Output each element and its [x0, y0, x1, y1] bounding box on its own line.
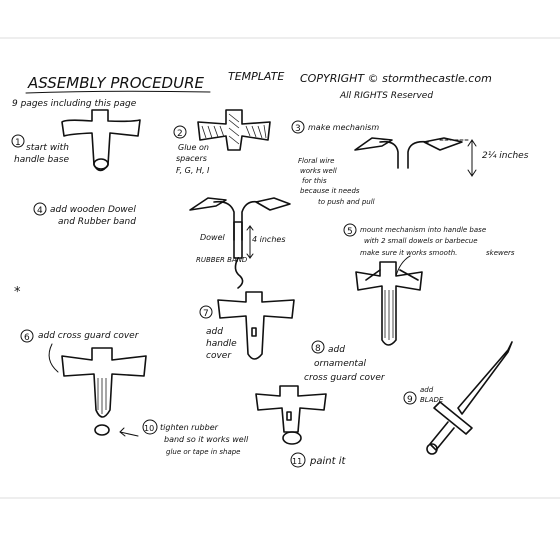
svg-text:handle: handle [206, 339, 237, 349]
svg-text:10: 10 [144, 424, 154, 433]
sword-drawing [426, 341, 513, 455]
svg-text:to push and pull: to push and pull [318, 198, 375, 206]
step-4: 4 add wooden Dowel and Rubber band Dowel… [33, 197, 291, 289]
svg-text:cross guard cover: cross guard cover [304, 373, 386, 383]
step-9: 9 add BLADE [403, 341, 513, 455]
crossguard-spacers-drawing [197, 109, 271, 151]
svg-text:6: 6 [24, 333, 30, 343]
four-inches-label: 4 inches [252, 235, 285, 244]
handle-base-drawing [61, 109, 141, 172]
arrow-icon [48, 343, 59, 373]
svg-text:skewers: skewers [486, 249, 515, 257]
svg-text:spacers: spacers [176, 154, 207, 163]
rights-text: All RIGHTS Reserved [339, 91, 433, 101]
svg-text:add: add [206, 327, 223, 337]
pages-note: 9 pages including this page [12, 99, 137, 109]
step-number-circle [199, 305, 213, 319]
template-label: TEMPLATE [228, 70, 284, 83]
svg-text:Glue on: Glue on [178, 143, 209, 152]
svg-text:F, G, H, I: F, G, H, I [176, 166, 210, 175]
ornamental-cover-drawing [255, 385, 327, 445]
step-3: 3 make mechanism Floral wire works well … [291, 120, 529, 206]
asterisk-icon: * [14, 285, 21, 300]
tip-note: * [14, 285, 21, 300]
step-number-circle [343, 223, 357, 237]
svg-text:8: 8 [315, 344, 321, 354]
step-number-circle [11, 134, 25, 148]
page-title: ASSEMBLY PROCEDURE [27, 74, 205, 92]
step-10: 10 tighten rubber band so it works well … [119, 419, 249, 456]
step-1: 1 start with handle base [11, 109, 141, 172]
svg-text:works well: works well [300, 167, 337, 175]
svg-text:band so it works well: band so it works well [164, 435, 249, 444]
step-8: 8 add ornamental cross guard cover [255, 340, 386, 445]
svg-text:cover: cover [206, 351, 232, 361]
arrow-icon [395, 255, 411, 277]
step-11: 11 paint it [290, 452, 346, 468]
svg-text:5: 5 [347, 227, 353, 237]
step-number-circle [142, 419, 158, 435]
step-number-circle [311, 340, 325, 354]
svg-text:start with: start with [26, 143, 69, 153]
step-number-circle [173, 125, 187, 139]
svg-text:because it needs: because it needs [300, 187, 360, 195]
svg-text:handle base: handle base [14, 155, 69, 165]
step-number-circle [33, 202, 47, 216]
svg-text:BLADE: BLADE [420, 396, 444, 404]
crossguard-cover-drawing [61, 347, 147, 436]
svg-text:make sure it works smooth.: make sure it works smooth. [360, 249, 457, 257]
title-underline [25, 90, 211, 94]
svg-text:4: 4 [37, 206, 43, 216]
svg-text:add: add [328, 345, 345, 355]
step-2: 2 Glue on spacers F, G, H, I [173, 109, 271, 175]
svg-text:7: 7 [203, 309, 209, 319]
rubber-band-label: RUBBER BAND [196, 256, 248, 264]
svg-text:tighten rubber: tighten rubber [160, 423, 219, 432]
svg-text:3: 3 [295, 124, 301, 134]
step-number-circle [20, 329, 34, 343]
svg-text:9: 9 [407, 395, 413, 405]
step-6: 6 add cross guard cover [20, 329, 147, 436]
svg-text:11: 11 [292, 457, 302, 466]
step-7: 7 add handle cover [199, 291, 295, 361]
measure-label: 2¼ inches [482, 151, 529, 161]
svg-text:add: add [420, 386, 434, 394]
svg-text:1: 1 [15, 138, 21, 148]
handle-cover-drawing [217, 291, 295, 360]
svg-text:with 2 small dowels or barbecu: with 2 small dowels or barbecue [364, 237, 478, 245]
svg-text:mount mechanism into handle ba: mount mechanism into handle base [360, 226, 486, 234]
step-number-circle [403, 391, 417, 405]
svg-text:add wooden Dowel: add wooden Dowel [50, 205, 136, 215]
dowel-label: Dowel [200, 233, 226, 242]
svg-text:Floral wire: Floral wire [298, 157, 334, 165]
svg-text:ornamental: ornamental [314, 359, 366, 369]
svg-text:make mechanism: make mechanism [308, 123, 379, 132]
copyright-text: COPYRIGHT © stormthecastle.com [300, 72, 492, 85]
svg-text:paint it: paint it [309, 456, 346, 467]
svg-text:2: 2 [177, 129, 183, 139]
svg-text:add cross guard cover: add cross guard cover [38, 331, 140, 341]
dowel-band-drawing [189, 197, 291, 289]
arrow-icon [119, 427, 139, 437]
mount-drawing [355, 261, 423, 346]
step-number-circle [291, 120, 305, 134]
step-number-circle [290, 452, 306, 468]
svg-text:for this: for this [302, 177, 327, 185]
svg-text:and Rubber band: and Rubber band [58, 217, 136, 227]
svg-text:glue or tape in shape: glue or tape in shape [166, 448, 240, 456]
mechanism-drawing [354, 137, 477, 177]
step-5: 5 mount mechanism into handle base with … [343, 223, 515, 346]
